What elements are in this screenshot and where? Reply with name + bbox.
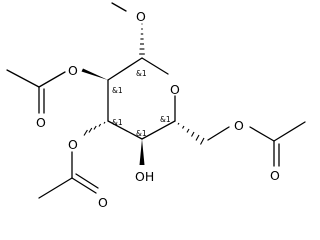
atom-o-methoxy: O — [136, 9, 146, 24]
wedge-bond-c4-oh — [139, 139, 145, 165]
stereo-label-c5: &1 — [160, 115, 171, 124]
bond-o-acetyl-c6 — [249, 126, 275, 142]
wedge-bond-c2-o — [81, 68, 108, 80]
hashed-bond-c5-c6 — [177, 122, 205, 145]
bond-c1-oring — [141, 57, 169, 75]
bond-c6-o — [207, 126, 230, 141]
atom-o-c3-carbonyl: O — [98, 195, 108, 210]
hashed-bond-c1-o — [139, 23, 145, 55]
stereo-label-c2: &1 — [112, 86, 123, 95]
stereo-label-c1: &1 — [136, 69, 147, 78]
atom-o-ring: O — [170, 82, 180, 97]
structure-diagram: O O O O O O OH O O &1 &1 &1 &1 &1 — [6, 2, 306, 210]
atom-o-c2: O — [68, 63, 78, 78]
bond-acetyl-c2-methyl — [6, 69, 40, 88]
bond-acetyl-c6-methyl — [273, 121, 306, 142]
atom-o-c2-carbonyl: O — [36, 115, 46, 130]
atom-o-c6: O — [234, 118, 244, 133]
stereo-label-c3: &1 — [112, 118, 123, 127]
bond-c5-c4 — [141, 120, 176, 140]
bond-methyl-o — [111, 2, 127, 12]
bond-acetyl-c3-carbonyl-2 — [75, 173, 99, 189]
atom-o-c6-carbonyl: O — [270, 168, 280, 183]
bond-c4-c3 — [107, 120, 143, 140]
hashed-bond-c3-o — [83, 121, 106, 136]
bond-o-acetyl-c2 — [38, 71, 66, 88]
bond-c2-c1 — [107, 57, 143, 81]
atom-oh-c4: OH — [135, 169, 154, 184]
bond-acetyl-c3-methyl — [38, 177, 73, 199]
bond-acetyl-c3-carbonyl-1 — [71, 177, 97, 194]
atom-o-c3: O — [68, 137, 78, 152]
stereo-label-c4: &1 — [136, 129, 147, 138]
molecule-drawing: O O O O O O OH O O &1 &1 &1 &1 &1 — [6, 2, 306, 210]
